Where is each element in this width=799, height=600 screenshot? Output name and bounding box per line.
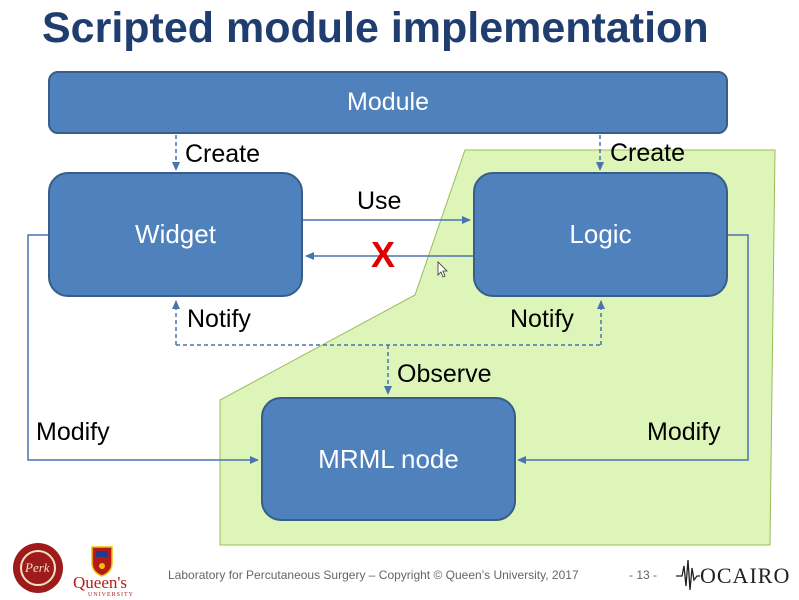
footer-copyright: Laboratory for Percutaneous Surgery – Co…	[168, 568, 579, 582]
blocked-x-mark: X	[371, 234, 396, 275]
notify-right-label: Notify	[510, 305, 574, 333]
observe-label: Observe	[397, 360, 492, 388]
queens-logo-subtext: UNIVERSITY	[88, 592, 134, 598]
slide-title: Scripted module implementation	[42, 4, 709, 52]
module-label: Module	[347, 88, 429, 116]
modify-left-label: Modify	[36, 418, 110, 446]
widget-label: Widget	[135, 219, 216, 249]
queens-logo-text: Queen's	[73, 573, 128, 592]
create-left-label: Create	[185, 140, 261, 168]
modify-right-arrow	[517, 234, 749, 464]
logic-box: Logic	[473, 172, 728, 297]
ocairo-wave-icon	[676, 559, 700, 591]
modify-right-label: Modify	[647, 418, 721, 446]
mrml-node-label: MRML node	[318, 443, 459, 474]
page-number: - 13 -	[629, 568, 658, 582]
modify-left-arrow	[27, 234, 259, 464]
mouse-cursor-icon	[437, 261, 448, 278]
create-right-label: Create	[610, 139, 686, 167]
use-label: Use	[357, 187, 402, 215]
perk-logo-inner	[20, 550, 56, 586]
notify-left-label: Notify	[187, 305, 251, 333]
widget-box: Widget	[48, 172, 303, 297]
perk-logo-text: Perk	[25, 560, 50, 575]
ocairo-logo-text: OCAIRO	[700, 563, 791, 588]
mrml-node-box: MRML node	[261, 397, 516, 521]
module-box: Module	[48, 71, 728, 134]
logic-label: Logic	[569, 219, 632, 249]
